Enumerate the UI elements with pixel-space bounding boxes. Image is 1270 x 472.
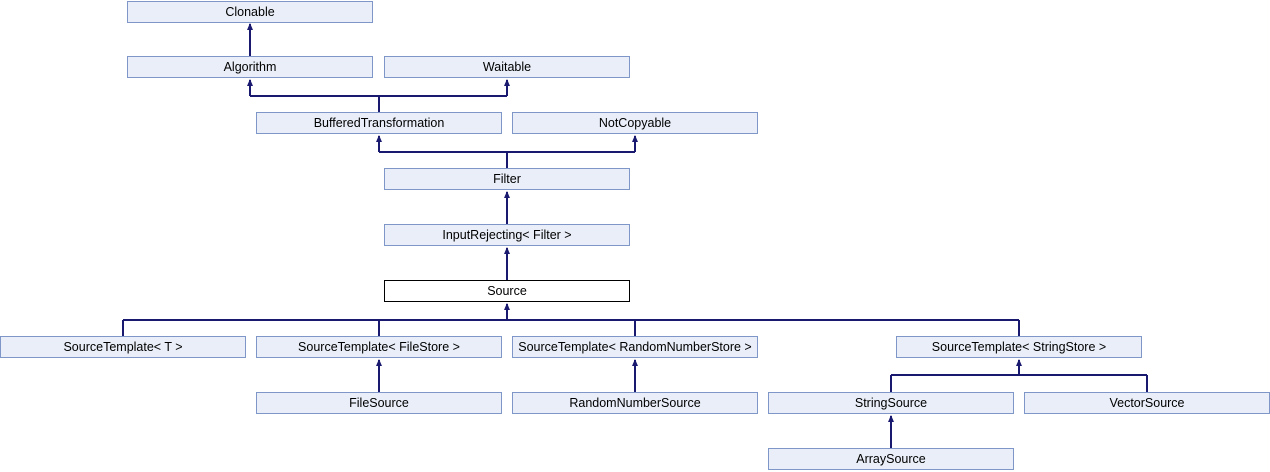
class-node-not-copyable[interactable]: NotCopyable [512,112,758,134]
edge-segment-stringsource-and-vectorsource-to-sourcetemplate-stringstore [1018,360,1020,375]
edge-segment-filter-to-bufferedtransformation-and-notcopyable [634,136,636,152]
class-node-waitable[interactable]: Waitable [384,56,630,78]
inheritance-arrowhead-icon [503,79,510,86]
edge-segment-bufferedtransformation-to-algorithm-and-waitable [249,80,251,96]
edge-segment-arraysource-to-stringsource [890,416,892,448]
edge-segment-stringsource-and-vectorsource-to-sourcetemplate-stringstore [890,375,892,392]
inheritance-arrowhead-icon [375,135,382,142]
edge-segment-filesource-to-sourcetemplate-filestore [378,360,380,392]
edge-segment-source-to-inputrejecting [506,248,508,280]
class-node-arraysource[interactable]: ArraySource [768,448,1014,470]
edge-segment-bufferedtransformation-to-algorithm-and-waitable [378,96,380,112]
class-node-stringsource[interactable]: StringSource [768,392,1014,414]
class-node-buffered-transformation[interactable]: BufferedTransformation [256,112,502,134]
class-node-source-template-filestore[interactable]: SourceTemplate< FileStore > [256,336,502,358]
class-node-filesource[interactable]: FileSource [256,392,502,414]
class-node-source-template-randomnumberstore[interactable]: SourceTemplate< RandomNumberStore > [512,336,758,358]
edge-segment-filter-to-bufferedtransformation-and-notcopyable [378,136,380,152]
edge-segment-sourcetemplates-to-source [1018,320,1020,336]
inheritance-arrowhead-icon [1015,359,1022,366]
inheritance-arrowhead-icon [246,23,253,30]
class-node-algorithm[interactable]: Algorithm [127,56,373,78]
class-node-source-template-t[interactable]: SourceTemplate< T > [0,336,246,358]
edge-segment-sourcetemplates-to-source [506,304,508,320]
edge-segment-algorithm-to-clonable [249,24,251,56]
edge-segment-inputrejecting-to-filter [506,192,508,224]
edge-segment-randomnumbersource-to-sourcetemplate-randomnumberstore [634,360,636,392]
inheritance-arrowhead-icon [375,359,382,366]
inheritance-arrowhead-icon [503,247,510,254]
edge-segment-stringsource-and-vectorsource-to-sourcetemplate-stringstore [891,374,1147,376]
edge-segment-stringsource-and-vectorsource-to-sourcetemplate-stringstore [1146,375,1148,392]
edge-segment-sourcetemplates-to-source [634,320,636,336]
class-node-randomnumbersource[interactable]: RandomNumberSource [512,392,758,414]
edge-segment-sourcetemplates-to-source [123,319,1019,321]
class-node-source: Source [384,280,630,302]
class-node-input-rejecting-filter[interactable]: InputRejecting< Filter > [384,224,630,246]
edge-segment-bufferedtransformation-to-algorithm-and-waitable [506,80,508,96]
class-node-source-template-stringstore[interactable]: SourceTemplate< StringStore > [896,336,1142,358]
inheritance-arrowhead-icon [246,79,253,86]
class-node-filter[interactable]: Filter [384,168,630,190]
edge-segment-filter-to-bufferedtransformation-and-notcopyable [506,152,508,168]
inheritance-arrowhead-icon [631,359,638,366]
class-node-vectorsource[interactable]: VectorSource [1024,392,1270,414]
inheritance-arrowhead-icon [503,303,510,310]
edge-segment-sourcetemplates-to-source [378,320,380,336]
class-node-clonable[interactable]: Clonable [127,1,373,23]
edge-segment-sourcetemplates-to-source [122,320,124,336]
inheritance-arrowhead-icon [503,191,510,198]
inheritance-arrowhead-icon [631,135,638,142]
inheritance-arrowhead-icon [887,415,894,422]
